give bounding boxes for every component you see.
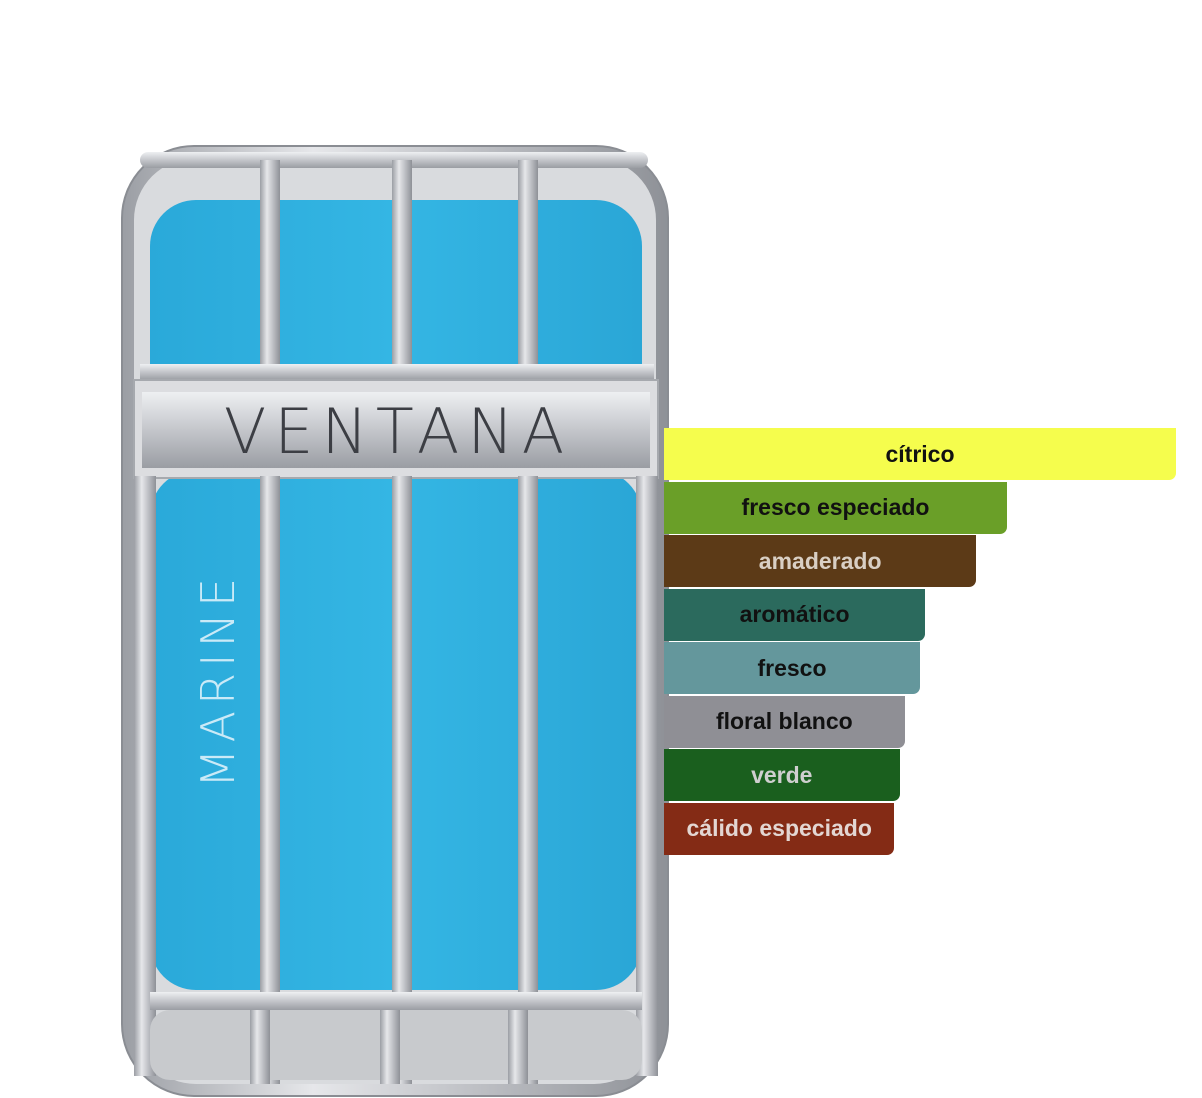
- bottle-graphic: [121, 145, 669, 1097]
- accord-label: fresco: [757, 654, 827, 681]
- accord-bar: aromático: [664, 588, 926, 641]
- accord-label: aromático: [739, 601, 850, 627]
- brand-name: VENTANA: [223, 394, 573, 468]
- accord-label: amaderado: [758, 547, 882, 574]
- accord-bar: verde: [664, 749, 900, 801]
- accord-bar: cítrico: [664, 428, 1176, 480]
- accord-bar: cálido especiado: [664, 802, 895, 855]
- accord-bar: fresco: [664, 642, 920, 694]
- accord-bar: fresco especiado: [664, 481, 1008, 534]
- accord-label: fresco especiado: [741, 494, 930, 520]
- accord-bar: floral blanco: [664, 695, 905, 748]
- accord-label: floral blanco: [715, 708, 853, 734]
- accord-label: verde: [751, 761, 813, 788]
- accord-label: cítrico: [885, 440, 955, 467]
- perfume-bottle-image: [120, 140, 672, 1098]
- accord-bar: amaderado: [664, 535, 977, 587]
- accord-label: cálido especiado: [686, 815, 872, 841]
